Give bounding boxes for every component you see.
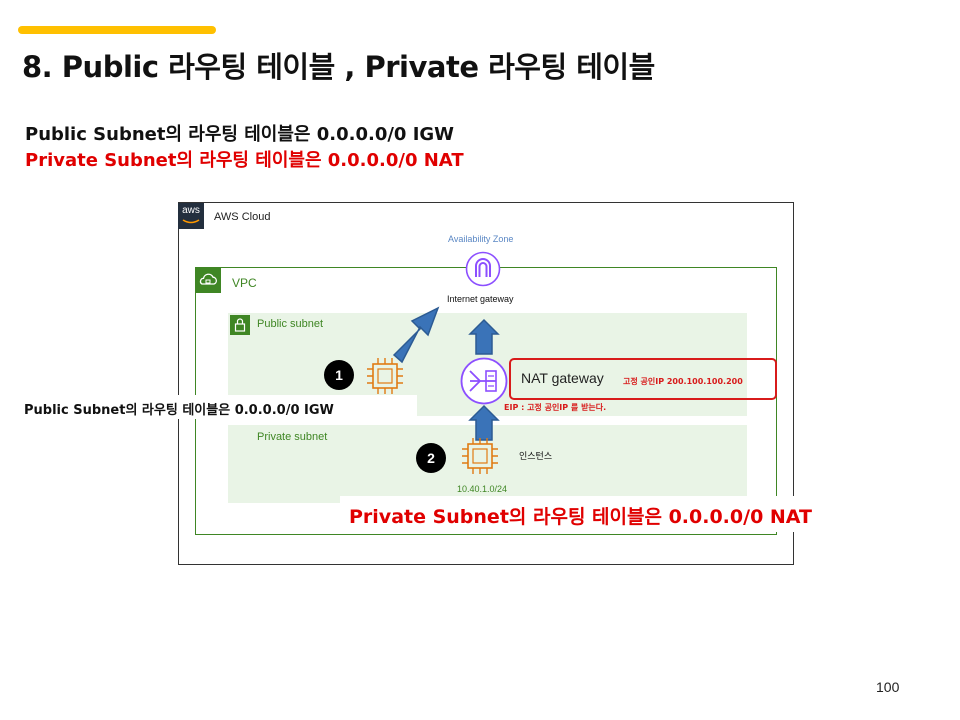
arrow-nat-to-igw bbox=[468, 318, 500, 355]
lock-icon bbox=[230, 315, 250, 335]
aws-smile-icon bbox=[182, 219, 200, 224]
vpc-label: VPC bbox=[232, 276, 257, 290]
internet-gateway-label: Internet gateway bbox=[447, 294, 514, 304]
public-route-callout-box bbox=[20, 395, 417, 419]
internet-gateway-icon bbox=[465, 251, 501, 287]
eip-note: EIP : 고정 공인IP 를 받는다. bbox=[504, 403, 607, 412]
nat-gateway-highlight-box bbox=[509, 358, 777, 400]
summary-public-route: Public Subnet의 라우팅 테이블은 0.0.0.0/0 IGW bbox=[25, 124, 455, 145]
slide-title: 8. Public 라우팅 테이블 , Private 라우팅 테이블 bbox=[22, 50, 655, 84]
public-route-callout: Public Subnet의 라우팅 테이블은 0.0.0.0/0 IGW bbox=[24, 403, 334, 418]
arrow-to-igw-diagonal bbox=[392, 306, 440, 364]
ec2-instance-icon bbox=[462, 438, 498, 474]
availability-zone-label: Availability Zone bbox=[448, 234, 514, 244]
vpc-cloud-icon bbox=[195, 267, 221, 293]
instance-label: 인스턴스 bbox=[519, 452, 553, 462]
nat-fixed-ip: 고정 공인IP 200.100.100.200 bbox=[623, 377, 743, 386]
ec2-instance-icon bbox=[367, 358, 403, 394]
page-number: 100 bbox=[876, 679, 900, 695]
title-accent-bar bbox=[18, 26, 216, 34]
public-subnet-label: Public subnet bbox=[257, 318, 324, 330]
nat-gateway-label: NAT gateway bbox=[521, 370, 604, 386]
private-subnet-label: Private subnet bbox=[257, 431, 328, 443]
summary-private-route: Private Subnet의 라우팅 테이블은 0.0.0.0/0 NAT bbox=[25, 150, 464, 171]
private-route-callout-box bbox=[340, 496, 835, 532]
step-badge-1: 1 bbox=[324, 360, 354, 390]
nat-gateway-icon bbox=[460, 357, 508, 405]
aws-cloud-label: AWS Cloud bbox=[214, 211, 271, 223]
arrow-private-to-nat bbox=[468, 404, 500, 441]
aws-logo-text: aws bbox=[182, 205, 200, 216]
private-route-callout: Private Subnet의 라우팅 테이블은 0.0.0.0/0 NAT bbox=[349, 506, 812, 528]
private-subnet-cidr: 10.40.1.0/24 bbox=[457, 484, 508, 494]
aws-logo: aws bbox=[178, 203, 204, 229]
step-badge-2: 2 bbox=[416, 443, 446, 473]
